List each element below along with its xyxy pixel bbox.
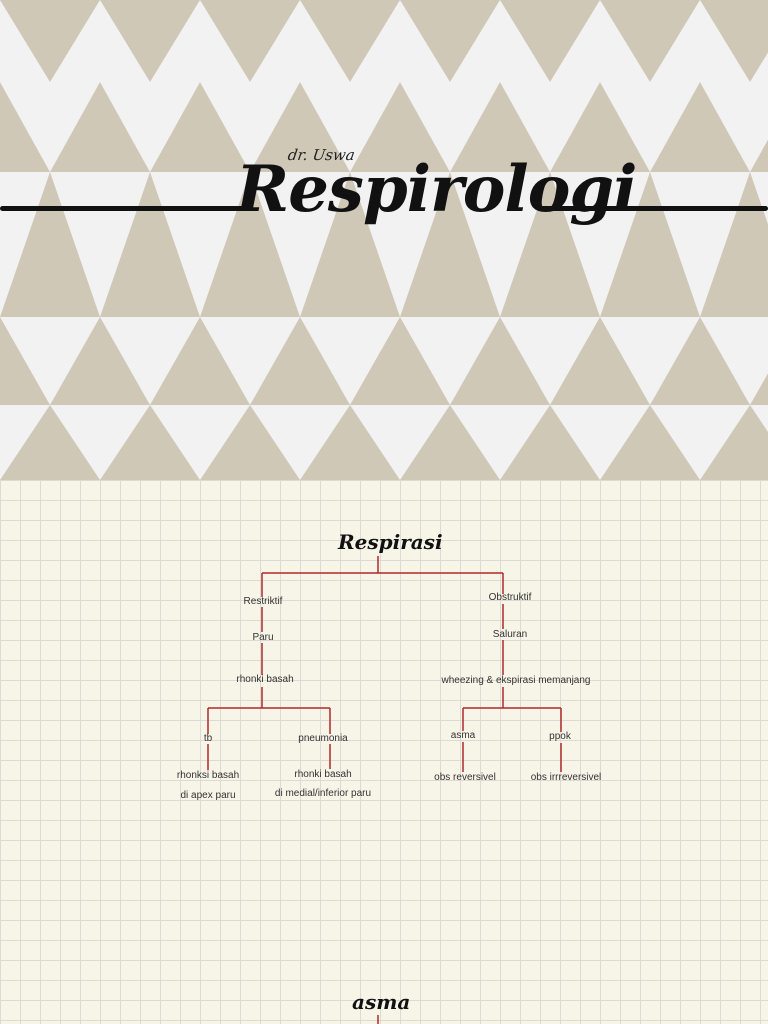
- node-tb: tb: [203, 733, 213, 744]
- pattern-triangle: [650, 82, 750, 172]
- section-title-respirasi: Respirasi: [338, 530, 443, 554]
- pattern-triangle: [0, 405, 100, 480]
- pattern-triangle: [200, 405, 300, 480]
- pattern-triangle: [0, 317, 50, 405]
- pattern-triangle: [600, 0, 700, 82]
- node-asma-note: obs reversivel: [434, 772, 496, 783]
- node-pneumonia: pneumonia: [298, 733, 348, 744]
- pattern-triangle: [150, 317, 250, 405]
- pattern-triangle: [400, 0, 500, 82]
- pattern-triangle: [0, 82, 50, 172]
- pattern-triangle: [250, 82, 350, 172]
- pattern-triangle: [100, 0, 200, 82]
- node-ppok-note: obs irrreversivel: [530, 772, 602, 783]
- pattern-triangle: [200, 172, 300, 317]
- pattern-triangle: [50, 82, 150, 172]
- node-wheezing: wheezing & ekspirasi memanjang: [441, 675, 591, 686]
- cover-page: dr. Uswa Respirologi: [0, 0, 768, 480]
- node-tb-note-1: rhonksi basah: [176, 770, 240, 781]
- pattern-triangle: [450, 317, 550, 405]
- pattern-triangle: [200, 0, 300, 82]
- title-rule-right: [540, 206, 768, 211]
- node-paru: Paru: [252, 632, 274, 643]
- pattern-triangle: [500, 405, 600, 480]
- pattern-triangle: [400, 405, 500, 480]
- pattern-triangle: [150, 82, 250, 172]
- pattern-triangle: [350, 82, 450, 172]
- node-obstruktif: Obstruktif: [488, 592, 532, 603]
- tree-connectors: [207, 556, 562, 1024]
- pattern-triangle: [300, 172, 400, 317]
- node-pneumonia-note-2: di medial/inferior paru: [274, 788, 372, 799]
- pattern-triangle: [100, 172, 200, 317]
- node-restriktif: Restriktif: [243, 596, 283, 607]
- pattern-triangle: [700, 172, 768, 317]
- pattern-triangle: [600, 405, 700, 480]
- pattern-triangle: [750, 139, 768, 172]
- pattern-triangle: [550, 317, 650, 405]
- pattern-triangle: [0, 0, 100, 82]
- pattern-triangle: [0, 172, 100, 317]
- notes-page: Respirasi Restriktif Paru rhonki basah t…: [0, 480, 768, 1024]
- pattern-triangle: [250, 317, 350, 405]
- node-rhonki-basah: rhonki basah: [236, 674, 294, 685]
- title-rule-left: [0, 206, 245, 211]
- node-saluran: Saluran: [492, 629, 528, 640]
- pattern-triangle: [300, 0, 400, 82]
- node-tb-note-2: di apex paru: [180, 790, 236, 801]
- triangle-pattern: [0, 0, 768, 480]
- pattern-triangle: [100, 405, 200, 480]
- cover-title: Respirologi: [236, 152, 637, 227]
- pattern-triangle: [500, 0, 600, 82]
- pattern-triangle: [700, 0, 768, 82]
- pattern-triangle: [350, 317, 450, 405]
- pattern-triangle: [50, 317, 150, 405]
- pattern-triangle: [650, 317, 750, 405]
- node-asma: asma: [450, 730, 476, 741]
- section-title-asma: asma: [352, 990, 411, 1014]
- pattern-triangle: [300, 405, 400, 480]
- pattern-triangle: [700, 405, 768, 480]
- pattern-triangle: [750, 373, 768, 405]
- pattern-triangle: [550, 82, 650, 172]
- pattern-triangle: [450, 82, 550, 172]
- node-ppok: ppok: [549, 731, 571, 742]
- pattern-triangle: [600, 172, 700, 317]
- pattern-triangle: [500, 172, 600, 317]
- pattern-triangle: [400, 172, 500, 317]
- node-pneumonia-note-1: rhonki basah: [294, 769, 352, 780]
